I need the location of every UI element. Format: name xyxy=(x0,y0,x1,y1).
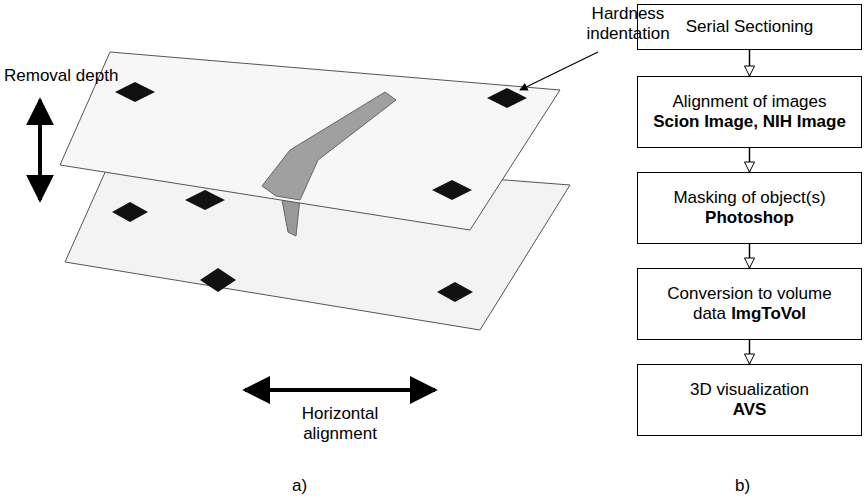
step-text: Alignment of images xyxy=(672,92,826,112)
panel-label: a) xyxy=(292,476,307,496)
panel-label: b) xyxy=(735,476,750,496)
leader-line xyxy=(520,52,598,90)
step-text: Masking of object(s) xyxy=(673,188,825,208)
alignment-arrow xyxy=(245,388,435,392)
indentation-mark xyxy=(185,190,225,210)
process-box: Masking of object(s)Photoshop xyxy=(637,172,862,244)
flow-arrow xyxy=(749,50,751,76)
step-text: 3D visualization xyxy=(690,380,809,400)
software-name: AVS xyxy=(733,400,767,420)
flow-arrow xyxy=(749,340,751,364)
alignment-label: Horizontal alignment xyxy=(280,404,400,445)
lower-inclusion xyxy=(282,198,300,236)
indentation-mark xyxy=(112,202,148,222)
process-box: Serial Sectioning xyxy=(637,4,862,50)
upper-section-plane xyxy=(60,52,560,230)
flow-arrow xyxy=(749,148,751,172)
indentation-label: Hardness indentation xyxy=(572,4,684,45)
indentation-mark xyxy=(432,180,472,200)
process-box: Alignment of imagesScion Image, NIH Imag… xyxy=(637,76,862,148)
indentation-mark xyxy=(115,82,155,102)
removal-depth-label: Removal depth xyxy=(4,66,118,86)
software-name: ImgToVol xyxy=(731,304,806,323)
software-name: Photoshop xyxy=(705,208,794,228)
software-name: Scion Image, NIH Image xyxy=(653,112,846,132)
flow-arrow xyxy=(749,244,751,268)
process-box: 3D visualizationAVS xyxy=(637,364,862,436)
depth-arrow xyxy=(38,100,42,200)
indentation-mark xyxy=(487,88,527,108)
indentation-mark xyxy=(437,282,473,302)
process-box: Conversion to volume dataImgToVol xyxy=(637,268,862,340)
step-text: Serial Sectioning xyxy=(686,17,814,37)
indentation-mark xyxy=(200,268,236,292)
inclusion-shape xyxy=(262,92,396,200)
